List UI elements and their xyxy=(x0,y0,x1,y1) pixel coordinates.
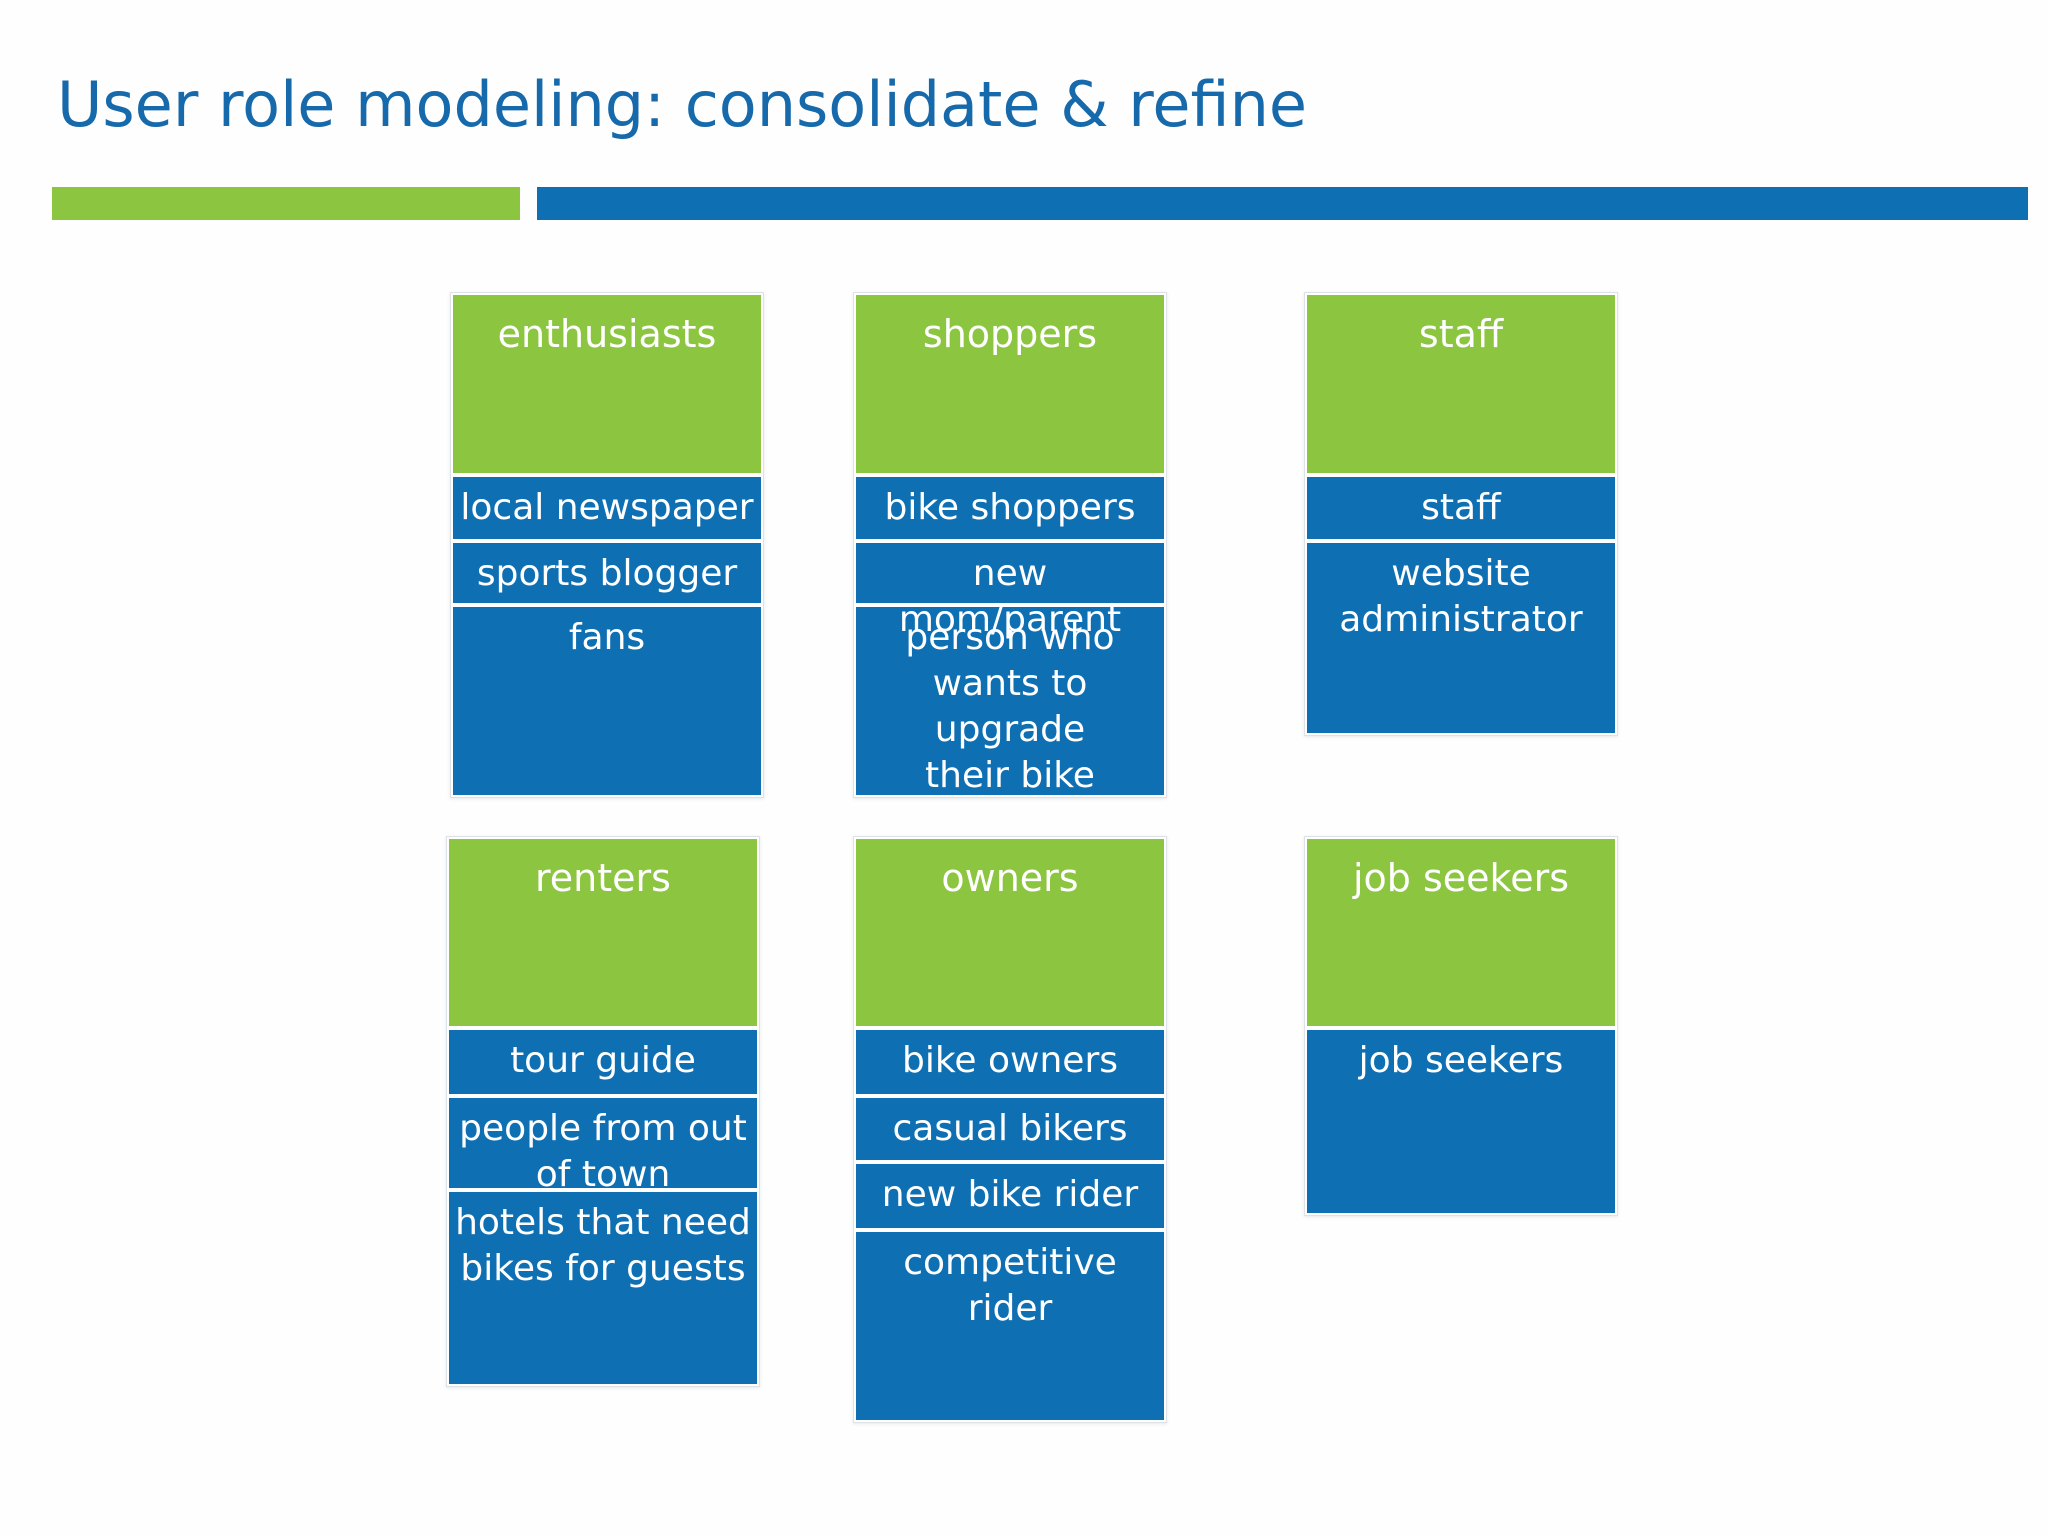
role-group-owners: owners bike owners casual bikers new bik… xyxy=(853,836,1167,1423)
group-header: job seekers xyxy=(1307,839,1615,1026)
role-group-enthusiasts: enthusiasts local newspaper sports blogg… xyxy=(450,292,764,798)
role-group-staff: staff staff website administrator xyxy=(1304,292,1618,736)
role-card: hotels that need bikes for guests xyxy=(449,1192,757,1384)
role-group-shoppers: shoppers bike shoppers new mom/parent pe… xyxy=(853,292,1167,798)
role-card: sports blogger xyxy=(453,543,761,603)
role-card: local newspaper xyxy=(453,477,761,539)
role-card: staff xyxy=(1307,477,1615,539)
group-header: renters xyxy=(449,839,757,1026)
role-card: bike owners xyxy=(856,1030,1164,1094)
role-card: new mom/parent xyxy=(856,543,1164,640)
role-card: tour guide xyxy=(449,1030,757,1094)
role-group-renters: renters tour guide people from out of to… xyxy=(446,836,760,1387)
role-card: person who wants to upgrade their bike xyxy=(856,607,1164,796)
group-header: owners xyxy=(856,839,1164,1026)
role-card: fans xyxy=(453,607,761,795)
role-card: people from out of town xyxy=(449,1098,757,1195)
role-group-job-seekers: job seekers job seekers xyxy=(1304,836,1618,1216)
role-card: job seekers xyxy=(1307,1030,1615,1213)
role-card: website administrator xyxy=(1307,543,1615,733)
group-header: shoppers xyxy=(856,295,1164,473)
role-card: bike shoppers xyxy=(856,477,1164,539)
group-header: staff xyxy=(1307,295,1615,473)
blue-accent-bar xyxy=(537,187,2028,220)
slide-title: User role modeling: consolidate & refine xyxy=(57,68,1308,141)
green-accent-bar xyxy=(52,187,520,220)
role-card: casual bikers xyxy=(856,1098,1164,1160)
group-header: enthusiasts xyxy=(453,295,761,473)
role-card: new bike rider xyxy=(856,1164,1164,1228)
role-card: competitive rider xyxy=(856,1232,1164,1420)
